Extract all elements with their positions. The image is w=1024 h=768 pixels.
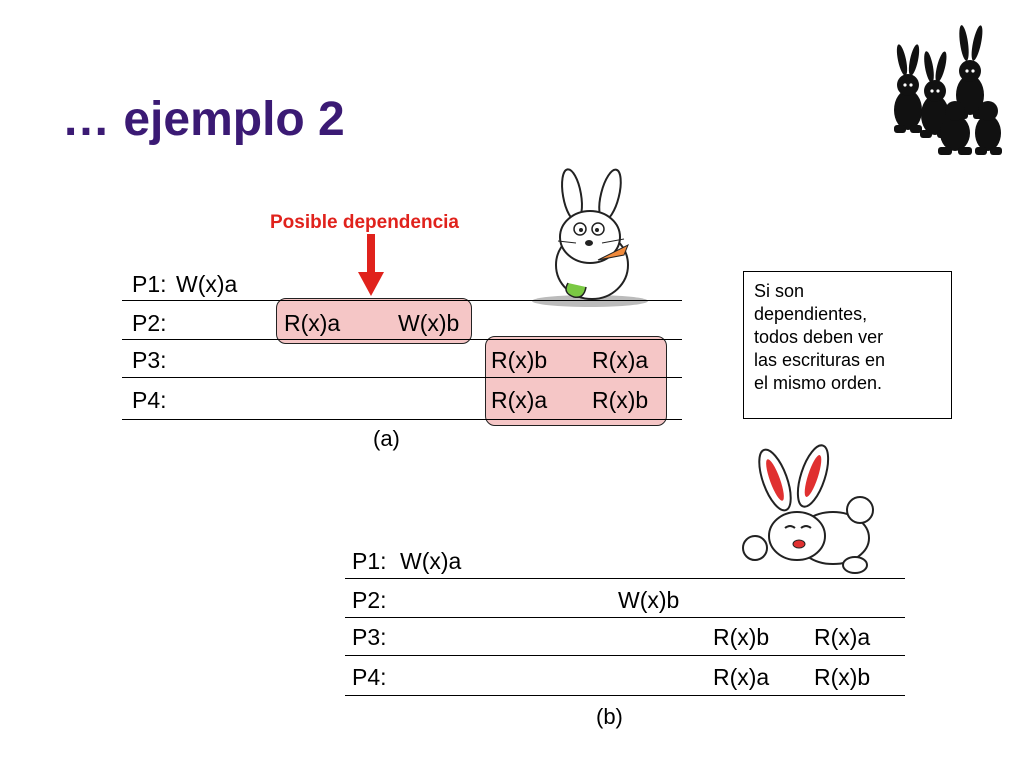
note-line: el mismo orden.	[754, 373, 883, 393]
timeline-p1	[345, 578, 905, 579]
rabbit-crowd-icon	[894, 25, 1002, 155]
operation: R(x)a	[713, 664, 770, 690]
operation: R(x)a	[491, 387, 548, 413]
process-label: P3:	[132, 347, 167, 373]
rabbit-carrot-icon	[532, 168, 648, 307]
operation: W(x)b	[398, 310, 460, 336]
note-line: las escrituras en	[754, 350, 886, 370]
timeline-p4	[122, 419, 682, 420]
dependency-label: Posible dependencia	[270, 212, 459, 233]
timeline-p2	[345, 617, 905, 618]
timeline-p4	[345, 695, 905, 696]
note-line: Si son	[754, 281, 805, 301]
operation: R(x)b	[713, 624, 770, 650]
note-box: Si son dependientes, todos deben ver las…	[743, 271, 952, 419]
rabbit-running-icon	[742, 444, 874, 574]
process-label: P2:	[132, 310, 167, 336]
operation: R(x)b	[491, 347, 548, 373]
timeline-p1	[122, 300, 682, 301]
caption-a: (a)	[373, 426, 400, 451]
timeline-p3	[345, 655, 905, 656]
operation: W(x)b	[618, 587, 680, 613]
timeline-p2	[122, 339, 682, 340]
process-label: P4:	[352, 664, 387, 690]
process-label: P2:	[352, 587, 387, 613]
process-label: P1:	[132, 271, 167, 297]
highlight-p2-ops	[276, 298, 472, 344]
operation: W(x)a	[400, 548, 462, 574]
dependency-arrow-icon	[358, 234, 384, 296]
slide-title: … ejemplo 2	[62, 93, 345, 146]
operation: R(x)b	[814, 664, 871, 690]
operation: R(x)a	[284, 310, 341, 336]
caption-b: (b)	[596, 704, 623, 729]
operation: R(x)a	[814, 624, 871, 650]
operation: W(x)a	[176, 271, 238, 297]
note-line: dependientes,	[754, 304, 868, 324]
process-label: P4:	[132, 387, 167, 413]
operation: R(x)a	[592, 347, 649, 373]
timeline-p3	[122, 377, 682, 378]
process-label: P3:	[352, 624, 387, 650]
operation: R(x)b	[592, 387, 649, 413]
note-line: todos deben ver	[754, 327, 884, 347]
highlight-p3-p4-ops	[485, 336, 667, 426]
process-label: P1:	[352, 548, 387, 574]
